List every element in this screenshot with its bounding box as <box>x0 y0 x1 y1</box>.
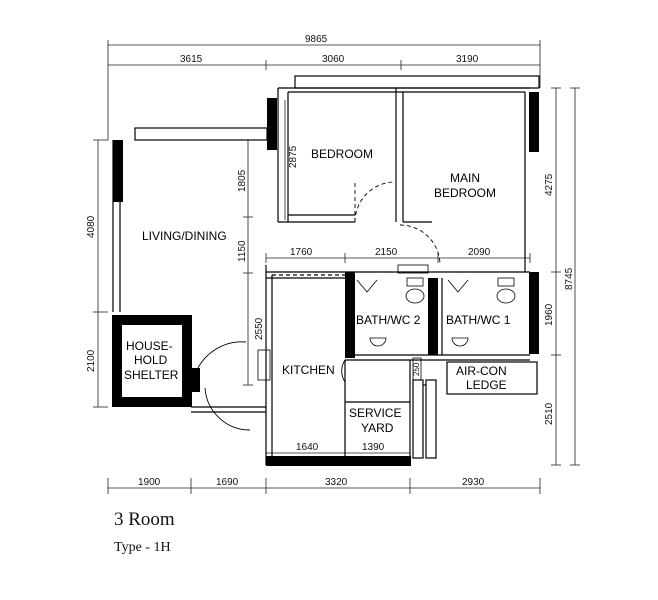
dim-inner-right: 2090 <box>468 247 491 258</box>
dim-small: 250 <box>412 362 421 376</box>
dim-bottom-4: 2930 <box>462 477 485 488</box>
label-kitchen: KITCHEN <box>282 363 335 377</box>
dim-bottom-1: 1900 <box>138 477 161 488</box>
dim-inner-mid: 2150 <box>375 247 398 258</box>
solid-walls <box>112 92 539 466</box>
dim-right-2: 1960 <box>544 303 555 326</box>
dim-kitchen-width: 1640 <box>296 442 319 453</box>
label-service-yard-line2: YARD <box>361 421 394 435</box>
label-household-shelter-line2: HOLD <box>134 353 168 367</box>
dim-bottom-2: 1690 <box>216 477 239 488</box>
label-household-shelter-line3: SHELTER <box>124 368 179 382</box>
label-bath-wc-1: BATH/WC 1 <box>446 313 511 327</box>
room-labels: BEDROOM MAIN BEDROOM LIVING/DINING BATH/… <box>124 147 511 435</box>
dim-overall-height: 8745 <box>564 267 575 290</box>
dim-living-v2: 1150 <box>237 240 248 262</box>
dim-left-upper: 4080 <box>86 215 97 238</box>
dim-yard-width: 1390 <box>362 442 385 453</box>
fixtures <box>257 264 516 381</box>
dim-left-lower: 2100 <box>86 349 97 372</box>
label-aircon-ledge-line2: LEDGE <box>466 378 507 392</box>
dimension-lines <box>93 40 580 494</box>
dim-inner-left: 1760 <box>290 247 313 258</box>
door-swings <box>195 181 441 431</box>
label-bath-wc-2: BATH/WC 2 <box>356 313 421 327</box>
label-main-bedroom-line1: MAIN <box>450 171 480 185</box>
dim-bedroom-height: 2875 <box>288 145 299 168</box>
dim-top-left: 3615 <box>180 54 203 65</box>
label-household-shelter-line1: HOUSE- <box>126 339 173 353</box>
dim-overall-width: 9865 <box>305 34 328 45</box>
label-aircon-ledge-line1: AIR-CON <box>456 364 507 378</box>
dim-living-v1: 1805 <box>237 169 248 192</box>
dim-right-1: 4275 <box>544 173 555 196</box>
dim-bottom-3: 3320 <box>325 477 348 488</box>
dimension-labels: 9865 3615 3060 3190 1760 2150 2090 1640 … <box>86 34 575 488</box>
label-living-dining: LIVING/DINING <box>142 229 227 243</box>
dim-living-v3: 2550 <box>254 317 265 340</box>
label-bedroom: BEDROOM <box>311 147 373 161</box>
plan-title: 3 Room <box>114 509 175 530</box>
plan-subtitle: Type - 1H <box>114 540 171 555</box>
label-service-yard-line1: SERVICE <box>349 406 401 420</box>
dim-top-right: 3190 <box>456 54 479 65</box>
dim-top-mid: 3060 <box>322 54 345 65</box>
dim-right-3: 2510 <box>544 402 555 425</box>
label-main-bedroom-line2: BEDROOM <box>434 186 496 200</box>
